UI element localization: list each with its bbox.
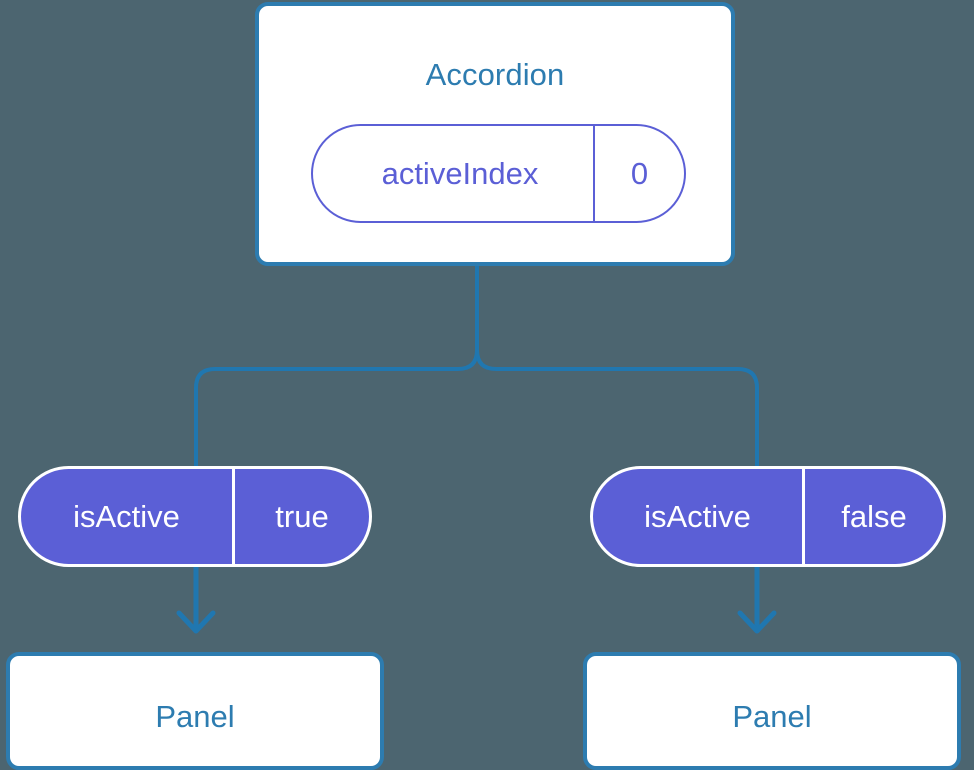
prop-pill-value: false [802,469,943,564]
state-pill-value: 0 [593,126,684,221]
prop-pill-key: isActive [644,498,751,534]
arrow-right-head-icon [737,610,777,634]
connector-root-split-right [475,264,759,472]
prop-pill-value: true [232,469,369,564]
state-pill-key: activeIndex [381,155,539,191]
prop-pill-key: isActive [73,498,180,534]
component-card-accordion[interactable]: Accordion activeIndex 0 [255,2,735,266]
arrow-left-head-icon [176,610,216,634]
connector-root-split [194,264,479,472]
component-title-accordion: Accordion [425,57,565,92]
component-title-panel: Panel [155,699,235,734]
component-card-panel-left[interactable]: Panel [6,652,384,770]
state-pill-active-index[interactable]: activeIndex 0 [311,124,686,223]
prop-pill-is-active-true[interactable]: isActive true [18,466,372,567]
prop-pill-is-active-false[interactable]: isActive false [590,466,946,567]
component-title-panel: Panel [732,699,812,734]
component-card-panel-right[interactable]: Panel [583,652,961,770]
